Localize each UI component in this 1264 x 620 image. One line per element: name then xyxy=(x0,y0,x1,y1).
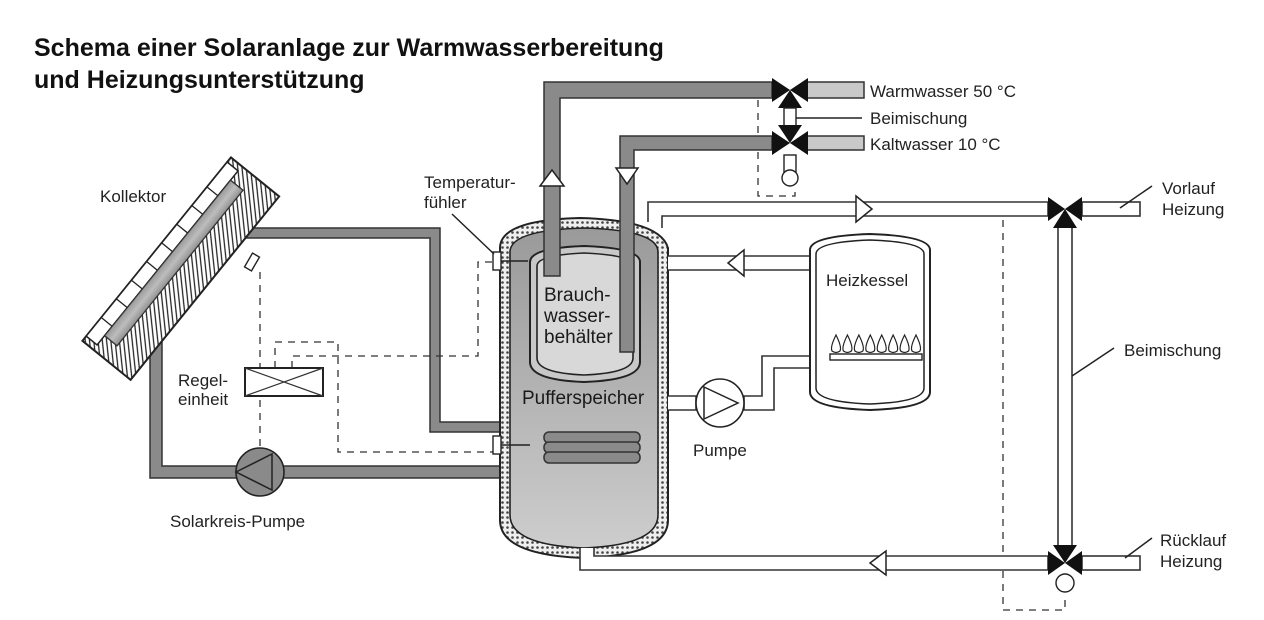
label-vorlauf-1: Vorlauf xyxy=(1162,179,1215,198)
solarkreis-pumpe-icon xyxy=(234,447,285,497)
label-brauchwasser-3: behälter xyxy=(544,327,613,348)
label-temperaturfuehler-1: Temperatur- xyxy=(424,173,516,192)
label-heizkessel: Heizkessel xyxy=(826,271,908,290)
flame-icon xyxy=(830,333,842,354)
label-warmwasser: Warmwasser 50 °C xyxy=(870,82,1016,101)
tank-sensor-top-icon xyxy=(492,251,528,271)
kaltwasser-inlet xyxy=(805,135,865,151)
beimischung-right-leader xyxy=(1071,347,1115,377)
flame-icon xyxy=(842,333,853,354)
label-vorlauf-2: Heizung xyxy=(1162,200,1224,219)
title-line-1: Schema einer Solaranlage zur Warmwasserb… xyxy=(34,34,664,62)
heating-return-pipe xyxy=(579,548,1049,577)
label-brauchwasser-2: wasser- xyxy=(543,306,611,327)
flame-icon xyxy=(853,333,864,354)
burner-bar xyxy=(829,353,923,361)
kollektor xyxy=(81,156,281,382)
heat-exchanger-coil xyxy=(543,431,641,464)
warmwasser-outlet xyxy=(805,81,865,99)
arrow-right-icon xyxy=(855,194,874,224)
temperaturfuehler-leader xyxy=(451,213,495,255)
arrow-left-icon xyxy=(726,248,745,278)
boiler-return-pipe xyxy=(668,248,811,278)
flame-icon xyxy=(876,333,887,354)
label-regeleinheit-1: Regel- xyxy=(178,371,228,390)
collector-sensor-icon xyxy=(243,252,261,272)
flame-icon xyxy=(899,333,910,354)
flame-icon xyxy=(910,333,922,354)
label-kollektor: Kollektor xyxy=(100,187,166,206)
label-pufferspeicher: Pufferspeicher xyxy=(522,388,645,409)
arrow-up-icon xyxy=(538,168,566,187)
mixing-valve-ruecklauf-icon xyxy=(1048,545,1082,575)
title-line-2: und Heizungsunterstützung xyxy=(34,66,365,94)
vorlauf-leader xyxy=(1119,185,1153,209)
label-kaltwasser: Kaltwasser 10 °C xyxy=(870,135,1001,154)
valve-actuator-top-icon xyxy=(781,169,799,187)
pumpe-icon xyxy=(695,378,745,428)
brauchwasserbehaelter xyxy=(529,244,641,384)
arrow-down-icon xyxy=(614,167,640,186)
burner-flames xyxy=(830,333,922,354)
mixing-valve-vorlauf-icon xyxy=(1048,197,1082,228)
control-wiring xyxy=(259,100,1066,611)
label-beimischung-top: Beimischung xyxy=(870,109,967,128)
mixing-valve-warmwater-icon xyxy=(772,78,808,108)
flame-icon xyxy=(865,333,876,354)
vorlauf-outlet xyxy=(1081,201,1141,217)
label-pumpe: Pumpe xyxy=(693,441,747,460)
heizkessel xyxy=(809,232,931,412)
label-temperaturfuehler-2: fühler xyxy=(424,193,467,212)
valve-actuator-bottom-icon xyxy=(1055,573,1075,593)
label-brauchwasser-1: Brauch- xyxy=(544,285,611,306)
mixing-valve-coldwater-icon xyxy=(772,125,808,155)
ruecklauf-leader xyxy=(1124,537,1153,559)
label-beimischung-right: Beimischung xyxy=(1124,341,1221,360)
tank-sensor-bottom-icon xyxy=(492,435,530,455)
heating-supply-pipe xyxy=(647,194,1049,228)
label-ruecklauf-1: Rücklauf xyxy=(1160,531,1226,550)
flame-icon xyxy=(888,333,899,354)
label-regeleinheit-2: einheit xyxy=(178,390,228,409)
ruecklauf-inlet xyxy=(1081,555,1141,571)
regeleinheit xyxy=(244,367,324,397)
arrow-left-bottom-icon xyxy=(868,549,887,577)
label-ruecklauf-2: Heizung xyxy=(1160,552,1222,571)
beimischung-pipe-right xyxy=(1057,225,1073,549)
label-solarkreis-pumpe: Solarkreis-Pumpe xyxy=(170,512,305,531)
